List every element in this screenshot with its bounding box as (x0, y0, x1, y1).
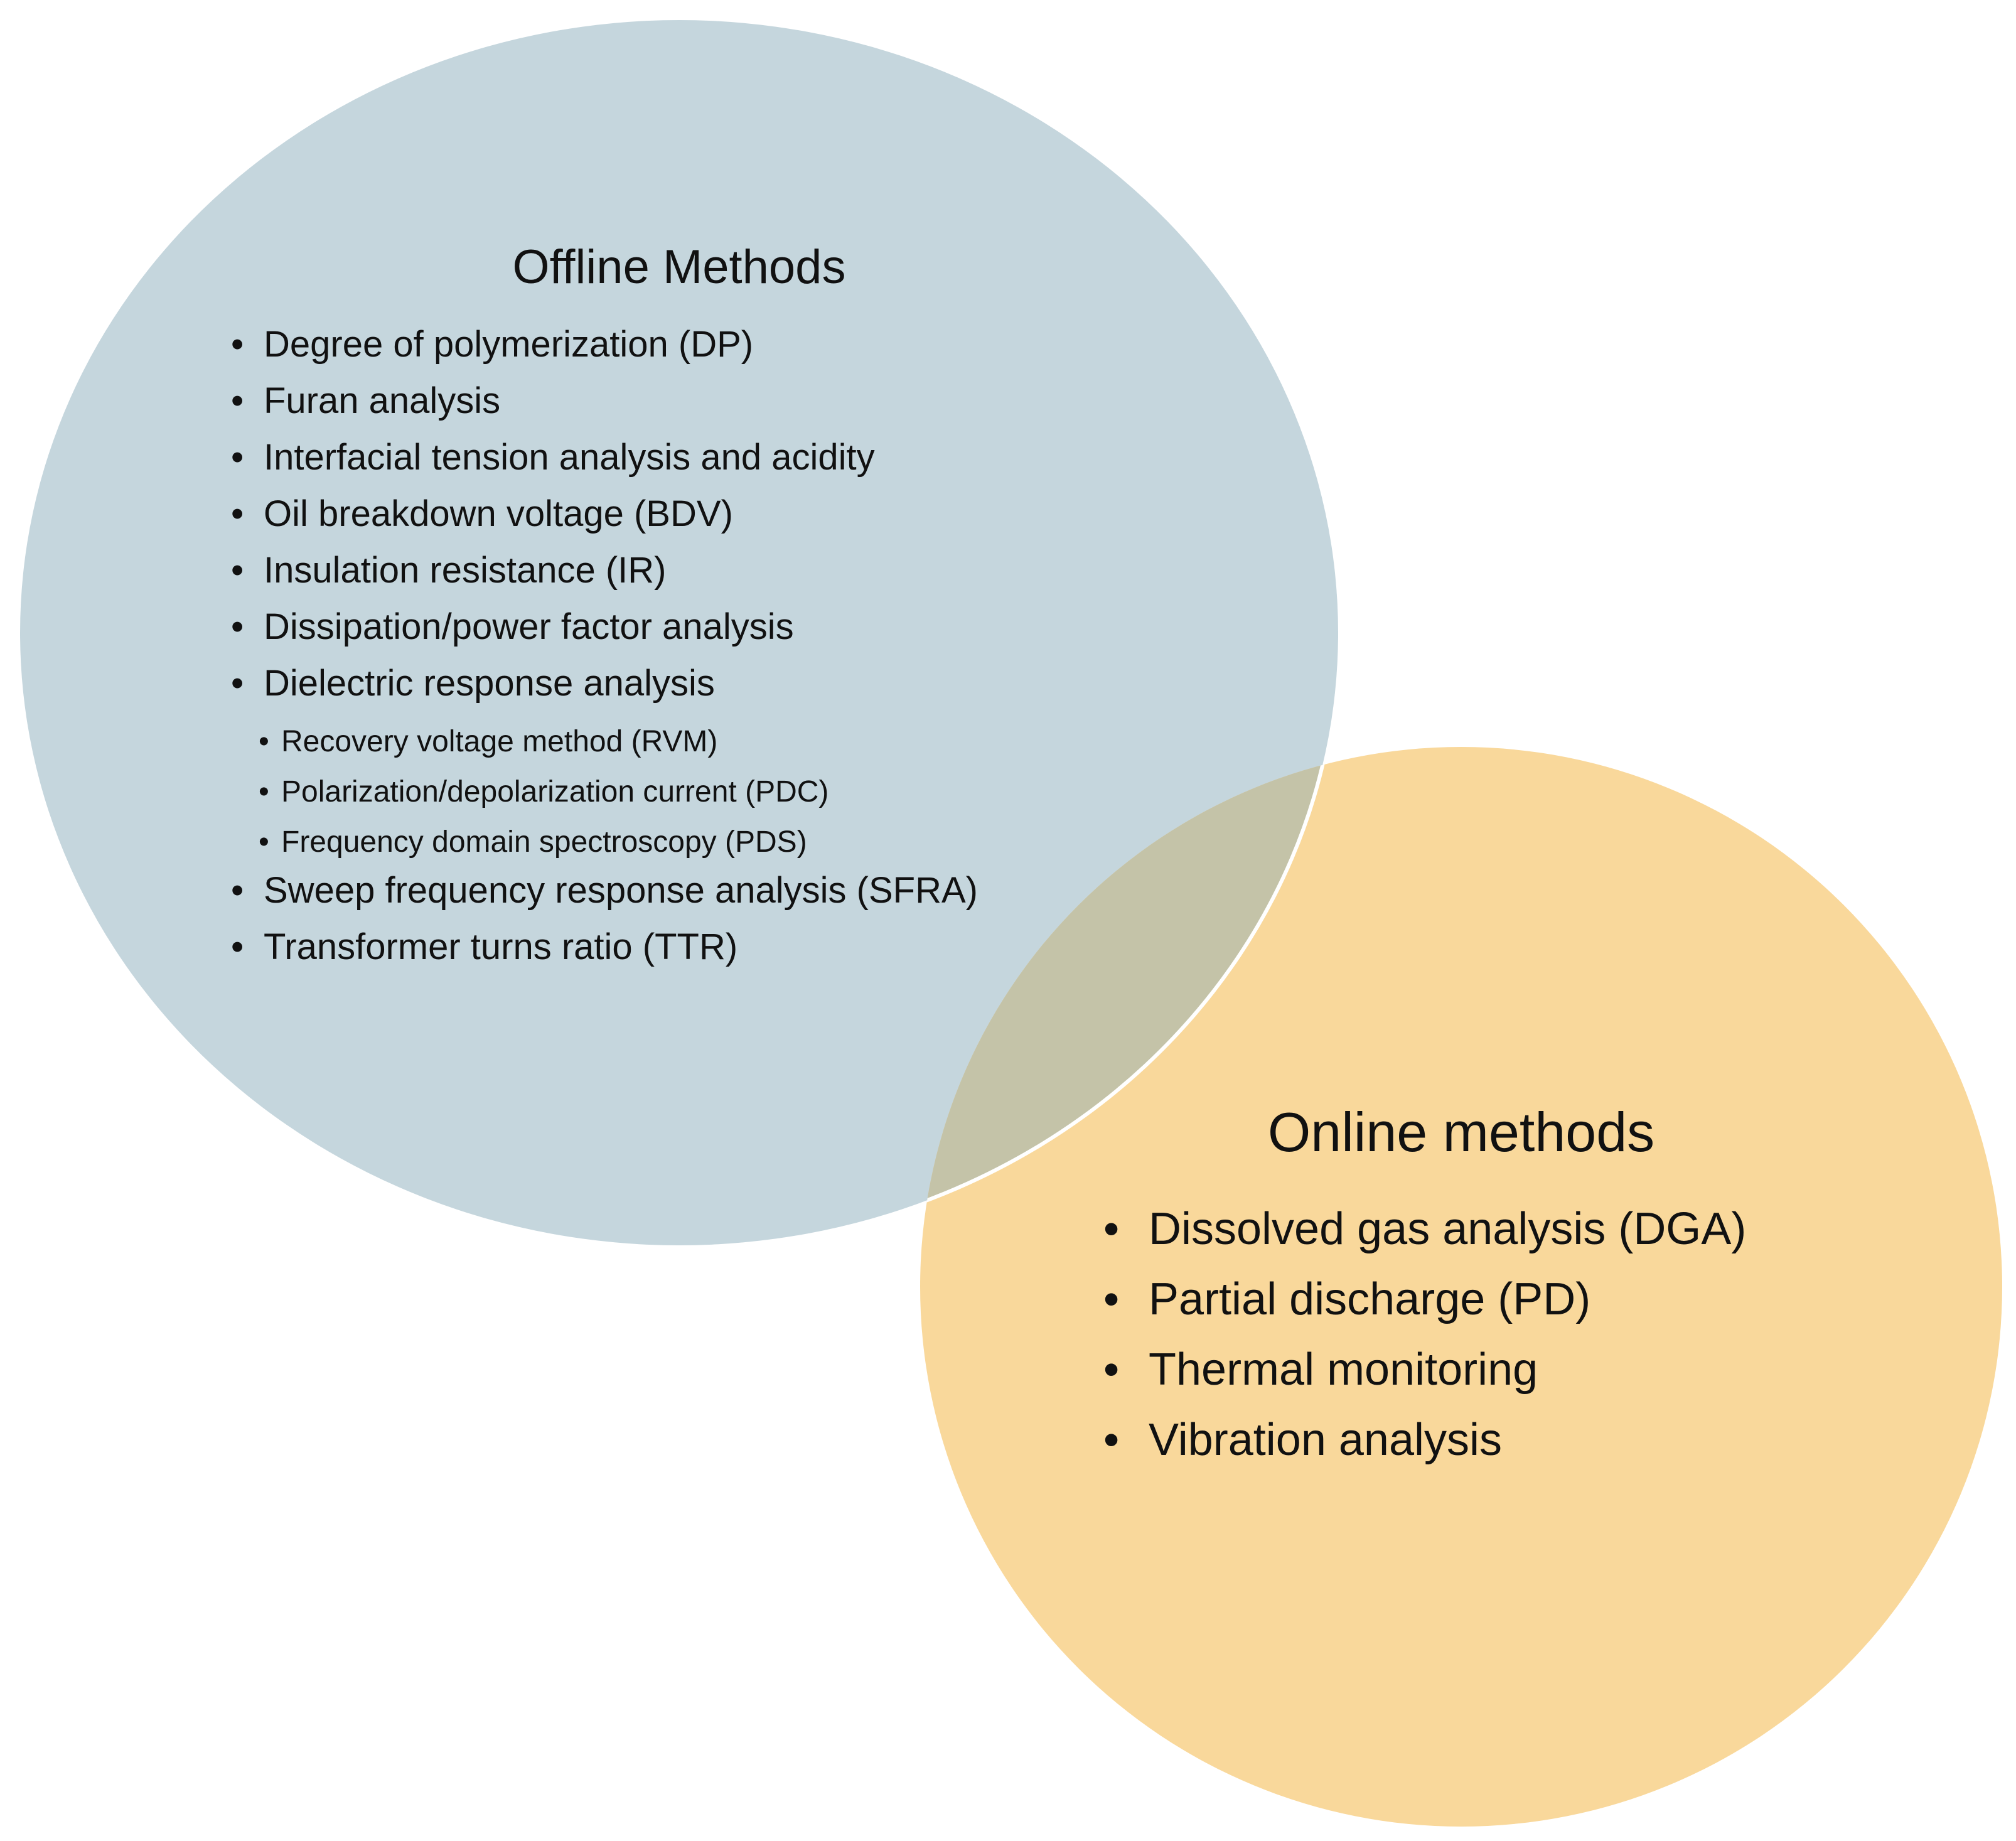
offline-method-item: Sweep frequency response analysis (SFRA) (231, 872, 978, 929)
offline-method-item: Transformer turns ratio (TTR) (231, 929, 978, 985)
offline-method-subitem: Recovery voltage method (RVM) (259, 722, 978, 772)
offline-method-item: Interfacial tension analysis and acidity (231, 439, 978, 496)
online-method-item: Vibration analysis (1103, 1417, 1746, 1488)
offline-method-item: Insulation resistance (IR) (231, 552, 978, 609)
offline-method-item: Degree of polymerization (DP) (231, 326, 978, 383)
offline-method-item: Oil breakdown voltage (BDV) (231, 496, 978, 552)
offline-method-item: Dielectric response analysis (231, 665, 978, 722)
offline-method-item: Furan analysis (231, 383, 978, 439)
online-methods-title: Online methods (1267, 1101, 1655, 1163)
online-method-item: Dissolved gas analysis (DGA) (1103, 1206, 1746, 1277)
offline-methods-title: Offline Methods (512, 240, 846, 294)
online-method-item: Partial discharge (PD) (1103, 1277, 1746, 1347)
offline-methods-list: Degree of polymerization (DP)Furan analy… (231, 326, 978, 985)
offline-method-subitem: Polarization/depolarization current (PDC… (259, 772, 978, 822)
online-method-item: Thermal monitoring (1103, 1347, 1746, 1417)
online-methods-list: Dissolved gas analysis (DGA)Partial disc… (1103, 1206, 1746, 1488)
offline-method-item: Dissipation/power factor analysis (231, 609, 978, 665)
offline-method-subitem: Frequency domain spectroscopy (PDS) (259, 822, 978, 872)
